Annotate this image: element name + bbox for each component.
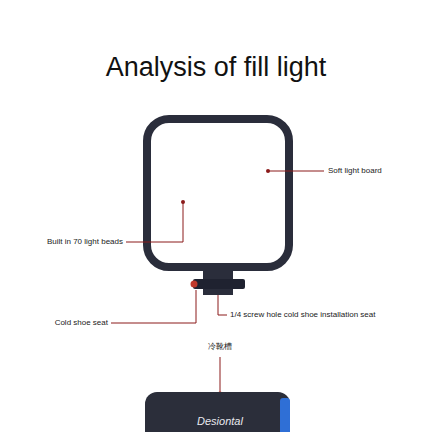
part-label: 1/4 screw hole cold shoe installation se… (230, 311, 375, 320)
device-side (280, 398, 290, 432)
part-label: Soft light board (328, 167, 382, 176)
leader-dot (181, 200, 185, 204)
part-label: Built in 70 light beads (47, 238, 123, 247)
light-frame (147, 119, 289, 267)
leader-line (220, 357, 221, 392)
brand-text: Desiontal (197, 415, 243, 427)
page-title: Analysis of fill light (0, 53, 432, 83)
leader-line (268, 171, 324, 172)
leader-lines (111, 171, 324, 392)
part-label: Cold shoe seat (55, 319, 108, 328)
part-label: 冷靴槽 (208, 343, 232, 352)
device-body (145, 392, 290, 432)
cold-shoe (193, 279, 245, 289)
leader-dot (266, 169, 270, 173)
leader-line (126, 202, 183, 242)
shoe-neck (203, 271, 233, 279)
shoe-base (203, 289, 233, 295)
leader-line (218, 295, 227, 315)
leader-line (111, 290, 196, 323)
screw-highlight (191, 281, 198, 288)
leader-dots (181, 169, 270, 397)
